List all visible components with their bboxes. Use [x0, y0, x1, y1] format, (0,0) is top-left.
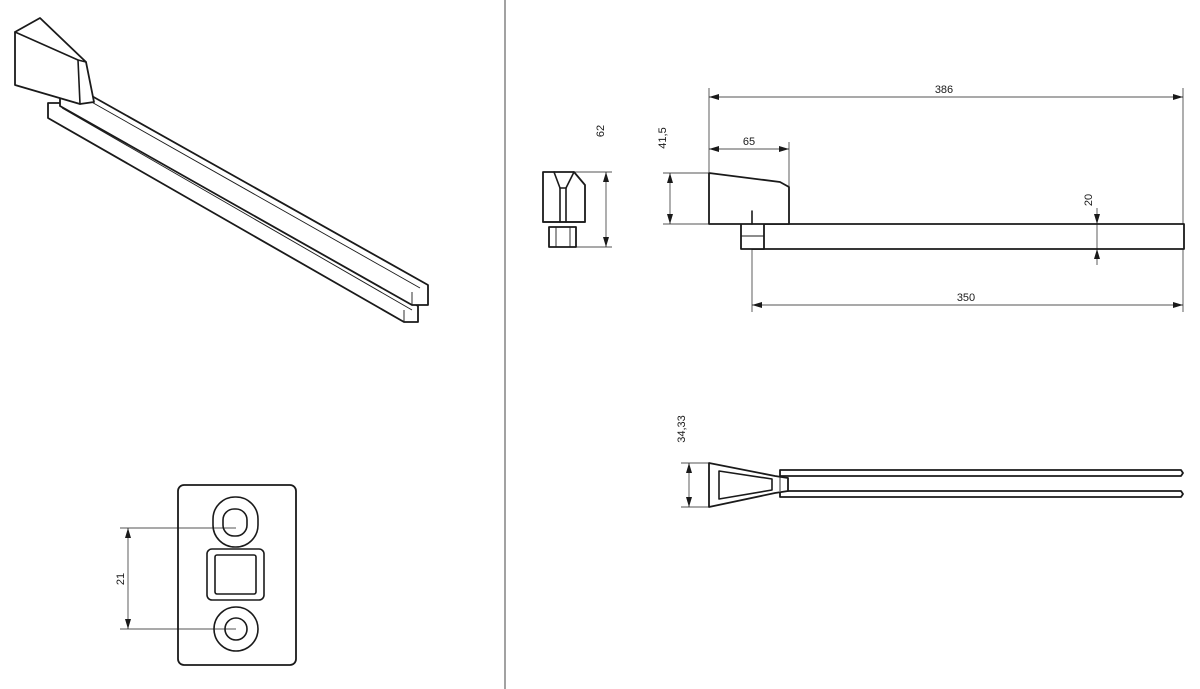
dim-bar-thickness: 20	[1083, 194, 1095, 206]
mounting-plate-view: 21	[115, 484, 297, 666]
dim-end-view-height: 62	[595, 125, 607, 137]
dim-head-length: 65	[743, 136, 755, 148]
dim-overall-length: 386	[935, 84, 953, 96]
side-view: 386 65 41,5 20 350	[657, 84, 1185, 312]
dim-plate-hole-spacing: 21	[115, 573, 127, 585]
dim-bar-length: 350	[957, 292, 975, 304]
end-view: 62	[542, 125, 612, 248]
dim-top-view-width: 34,33	[676, 415, 688, 443]
top-view: 34,33	[676, 415, 1184, 508]
isometric-view	[14, 17, 429, 323]
dim-head-height: 41,5	[657, 127, 669, 148]
